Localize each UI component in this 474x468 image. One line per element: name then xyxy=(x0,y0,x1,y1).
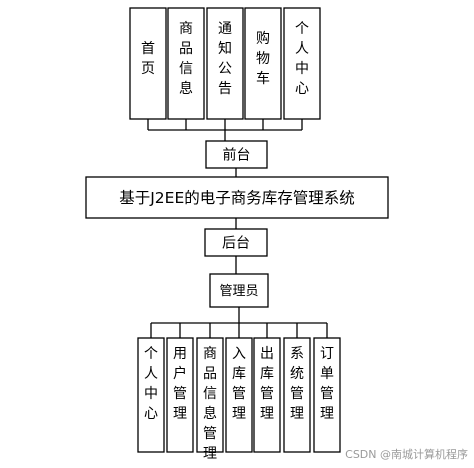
frontend-box: 前台 xyxy=(205,140,268,169)
top-module-3-label: 购物车 xyxy=(256,31,270,87)
bottom-module-2-label: 商品信息管理 xyxy=(203,346,217,462)
top-module-4-label: 个人中心 xyxy=(295,21,309,97)
bottom-module-6-label: 订单管理 xyxy=(320,346,334,422)
backend-box: 后台 xyxy=(204,228,268,257)
top-module-4: 个人中心 xyxy=(283,7,321,120)
bottom-module-5: 系统管理 xyxy=(283,337,311,453)
top-module-0: 首页 xyxy=(129,7,167,120)
bottom-module-1: 用户管理 xyxy=(166,337,194,453)
top-module-1-frame xyxy=(167,7,205,120)
bottom-module-2: 商品信息管理 xyxy=(196,337,224,462)
bottom-module-1-label: 用户管理 xyxy=(173,346,187,422)
bottom-module-6: 订单管理 xyxy=(313,337,341,453)
top-module-2: 通知公告 xyxy=(206,7,244,120)
bottom-module-0: 个人中心 xyxy=(137,337,165,453)
csdn-watermark: CSDN @南城计算机程序 xyxy=(345,448,468,461)
top-module-0-label: 首页 xyxy=(141,41,155,77)
top-module-3-frame xyxy=(244,7,282,120)
bottom-module-4-frame xyxy=(253,337,281,453)
backend-box-frame xyxy=(204,228,268,257)
admin-box-label: 管理员 xyxy=(219,284,258,299)
top-module-0-frame xyxy=(129,7,167,120)
backend-box-label: 后台 xyxy=(222,236,250,252)
top-module-1: 商品信息 xyxy=(167,7,205,120)
bottom-module-2-frame xyxy=(196,337,224,453)
bottom-module-3-frame xyxy=(225,337,253,453)
bottom-module-4: 出库管理 xyxy=(253,337,281,453)
system-title-box: 基于J2EE的电子商务库存管理系统 xyxy=(85,176,389,219)
top-module-2-label: 通知公告 xyxy=(218,21,232,97)
bottom-module-4-label: 出库管理 xyxy=(260,346,274,422)
bottom-module-5-label: 系统管理 xyxy=(290,346,304,422)
system-title-box-label: 基于J2EE的电子商务库存管理系统 xyxy=(119,189,355,207)
system-title-box-frame xyxy=(85,176,389,219)
frontend-box-frame xyxy=(205,140,268,169)
admin-box-frame xyxy=(209,273,269,308)
bottom-module-3-label: 入库管理 xyxy=(232,346,246,422)
top-module-1-label: 商品信息 xyxy=(179,21,193,97)
bottom-module-1-frame xyxy=(166,337,194,453)
bottom-module-0-frame xyxy=(137,337,165,453)
top-module-2-frame xyxy=(206,7,244,120)
top-module-4-frame xyxy=(283,7,321,120)
bottom-module-0-label: 个人中心 xyxy=(144,346,158,422)
bottom-module-3: 入库管理 xyxy=(225,337,253,453)
bottom-module-6-frame xyxy=(313,337,341,453)
frontend-box-label: 前台 xyxy=(223,147,251,164)
admin-box: 管理员 xyxy=(209,273,269,308)
bottom-module-5-frame xyxy=(283,337,311,453)
top-module-3: 购物车 xyxy=(244,7,282,120)
